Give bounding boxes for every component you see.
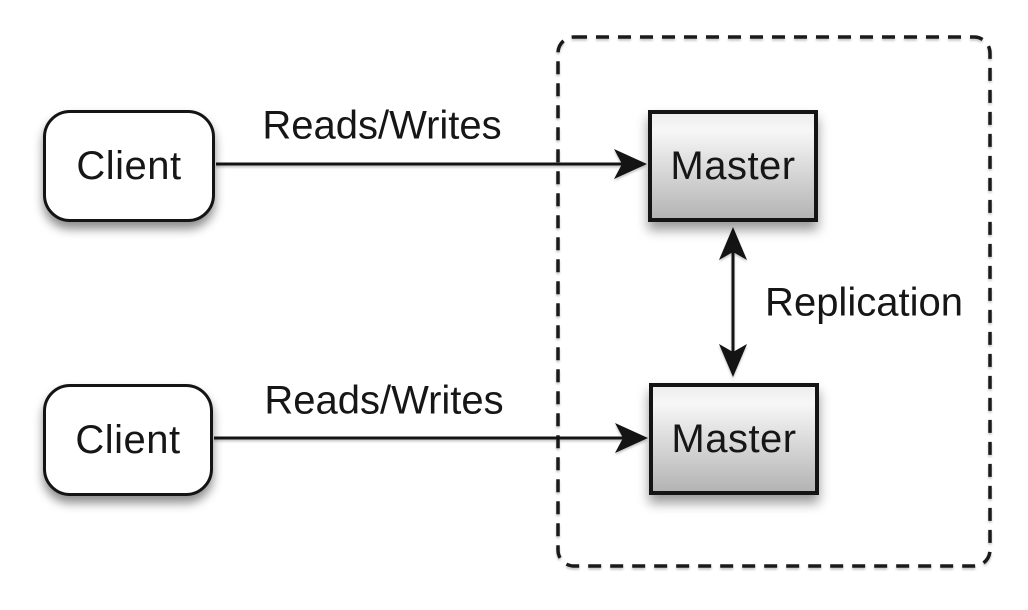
master-node-top: Master [648,110,818,222]
client-node-top-label: Client [76,143,182,188]
reads-writes-label-bottom: Reads/Writes [264,378,504,423]
reads-writes-arrow-bottom [214,423,648,453]
master-node-top-label: Master [670,143,796,188]
arrowhead-down-icon [719,344,747,377]
arrowhead-up-icon [719,227,747,260]
client-node-top: Client [43,110,215,222]
reads-writes-label-top: Reads/Writes [262,103,502,148]
master-node-bottom-label: Master [671,416,797,461]
client-node-bottom: Client [43,384,213,496]
master-node-bottom: Master [649,383,819,495]
reads-writes-arrow-top [216,149,647,179]
arrowhead-right-icon [615,423,648,453]
replication-label: Replication [765,280,963,325]
arrowhead-right-icon [614,149,647,179]
client-node-bottom-label: Client [75,417,181,462]
replication-arrow [719,227,747,377]
